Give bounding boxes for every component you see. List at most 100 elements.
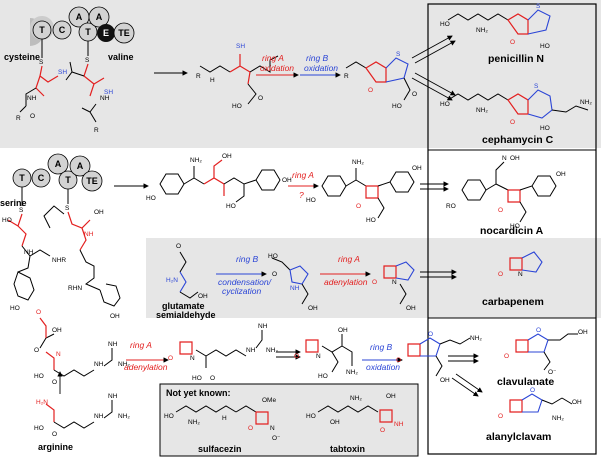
reaction-question: ? [299, 190, 304, 200]
clm-nh2: NH₂ [470, 335, 482, 342]
arg1-o2: O [36, 309, 41, 316]
module-c2-label: A [96, 12, 103, 22]
clv-ominus: O⁻ [548, 369, 557, 376]
arg1-o: O [34, 347, 39, 354]
module-t3-label: T [19, 173, 25, 183]
clm-o: O [396, 357, 401, 364]
ser-ho2: HO [10, 305, 20, 312]
clv-o: O [504, 353, 509, 360]
dgp-nh: NH [246, 347, 256, 354]
alc-o: O [498, 413, 503, 420]
ceph-nh2-2: NH₂ [580, 99, 592, 106]
dgp-nh2b: NH₂ [266, 347, 278, 354]
sfz-o: O [248, 425, 253, 432]
val-sh: SH [104, 89, 113, 96]
arrow-to-alanylclavam-a [451, 377, 479, 397]
glu-oh: OH [198, 293, 208, 300]
acv-o: O [258, 95, 263, 102]
arg-nh2b: NH₂ [118, 413, 130, 420]
reaction-condensation: condensation/ [218, 277, 273, 287]
sfz-n: N [270, 425, 275, 432]
iso-r: R [344, 73, 349, 80]
sulfacezin-structure: HO NH₂ H OMe O N O⁻ [164, 397, 281, 442]
alc-nh2: NH₂ [552, 415, 564, 422]
module-c1-label: C [59, 25, 66, 35]
label-arginine: arginine [38, 442, 73, 452]
acv-h: H [210, 77, 215, 84]
dgp-nh2: NH [258, 323, 268, 330]
sfz-nh2: NH₂ [188, 419, 200, 426]
arg1-nh: NH [94, 361, 104, 368]
iso-ho: HO [392, 103, 402, 110]
reaction-ring-a-2: ring A [292, 170, 314, 180]
pen-s: S [536, 3, 541, 10]
reaction-cyclization: cyclization [222, 286, 261, 296]
ser-oh: OH [110, 313, 120, 320]
clm-o2: O [428, 331, 433, 338]
product-cephamycin-c: cephamycin C [482, 134, 554, 146]
ntri-ho2: HO [226, 203, 236, 210]
arg-nh: NH [94, 413, 104, 420]
arg-h2n: H₂N [36, 399, 48, 406]
tab-oh: OH [330, 419, 340, 426]
ser-nh: NH [24, 249, 34, 256]
pcl-nh2: NH₂ [346, 369, 358, 376]
noc-ro: RO [446, 203, 456, 210]
pcl-oh: OH [338, 327, 348, 334]
module-c4-label: A [77, 161, 84, 171]
arg1-n: N [56, 351, 61, 358]
module-te1-label: TE [118, 28, 130, 38]
reaction-adenylation-4: adenylation [124, 362, 168, 372]
noc-o: O [498, 207, 503, 214]
isopenicillin-n-structure: S O R HO O [344, 51, 417, 110]
product-alanylclavam: alanylclavam [486, 431, 551, 443]
dgp-o2: O [210, 375, 215, 382]
not-yet-known-heading: Not yet known: [166, 388, 231, 398]
reaction-oxidation-1a: oxidation [260, 63, 294, 73]
iso-s: S [396, 51, 401, 58]
label-tabtoxin: tabtoxin [330, 444, 365, 454]
label-serine: serine [0, 198, 27, 208]
arrow-to-cephamycin-a [411, 77, 453, 101]
module-c3-label: C [38, 173, 45, 183]
nocardicin-a-structure: RO N OH O OH HO [446, 155, 566, 230]
pen-ho2: HO [540, 43, 550, 50]
cmp-nh: NH [290, 285, 300, 292]
label-semialdehyde: semialdehyde [156, 310, 216, 320]
noc-n: N [502, 155, 507, 162]
tab-ho: HO [306, 413, 316, 420]
module-c2 [88, 6, 110, 28]
cys-o: O [30, 113, 35, 120]
ser-oh2: OH [94, 209, 104, 216]
arg1-nh2: NH [108, 341, 118, 348]
cmp-o: O [272, 271, 277, 278]
label-sulfacezin: sulfacezin [198, 444, 242, 454]
noc-oh: OH [510, 155, 520, 162]
cmp-oh: OH [308, 305, 318, 312]
pcl-o: O [294, 353, 299, 360]
nint-o: O [356, 203, 361, 210]
module-e-label: E [103, 28, 109, 38]
carbapenem-structure: O N [498, 251, 543, 278]
tab-nh: NH [394, 421, 404, 428]
ntri-oh2: OH [282, 177, 292, 184]
label-valine: valine [108, 52, 134, 62]
module-t1-label: T [39, 25, 45, 35]
deoxyguanidinoproclavaminate-structure: O N NH NH NH₂ HO O [168, 323, 278, 382]
ser-rhn: RHN [68, 285, 82, 292]
nint-ho: HO [306, 197, 316, 204]
arg1-oh: OH [52, 327, 62, 334]
arrow-to-cephamycin-b [414, 72, 456, 96]
noc-s1: S [19, 207, 24, 214]
arg-o: O [52, 431, 57, 438]
arg1-ho: HO [34, 373, 44, 380]
reaction-oxidation-4: oxidation [366, 362, 400, 372]
arrow-to-penicillin-b [414, 40, 456, 64]
label-cysteine: cysteine [4, 52, 40, 62]
product-clavulanate: clavulanate [497, 376, 554, 388]
alc-o2: O [530, 387, 535, 394]
carb-o: O [498, 271, 503, 278]
module-te2-label: TE [86, 176, 98, 186]
pcl-n: N [316, 353, 321, 360]
cpm-oh: OH [406, 305, 416, 312]
